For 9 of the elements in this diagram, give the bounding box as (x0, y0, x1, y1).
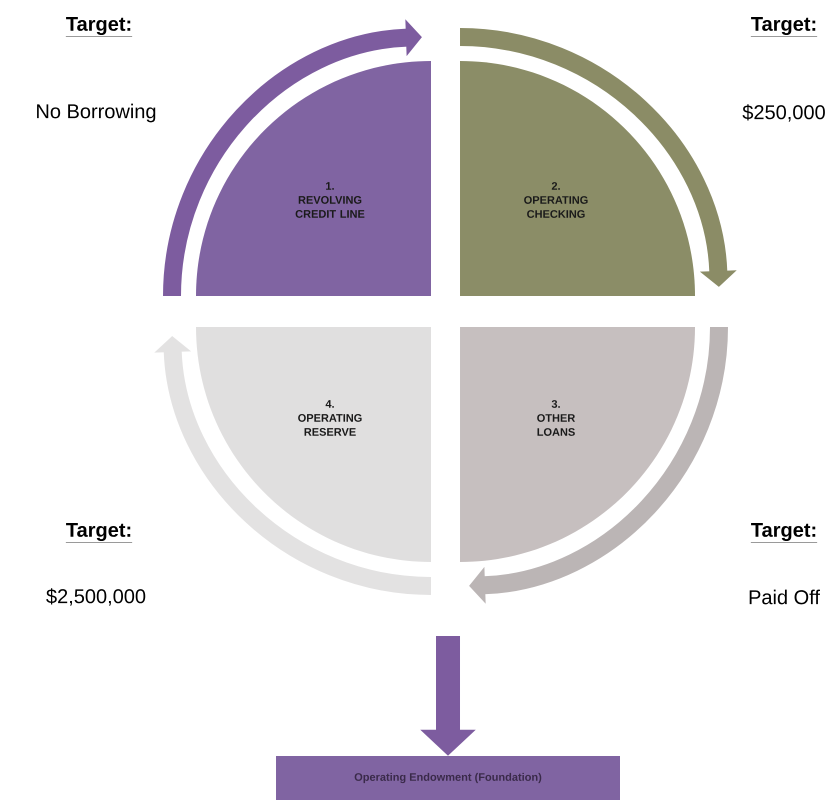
target-value: No Borrowing (37, 104, 156, 122)
process-box: Operating Endowment (Foundation) (276, 756, 620, 800)
target-heading: Target: (66, 523, 132, 543)
target-heading: Target: (750, 17, 818, 37)
target-value: $2,500,000 (46, 588, 146, 606)
target-heading: Target: (750, 523, 818, 543)
target-heading: Target: (66, 17, 132, 37)
target-value: $250,000 (742, 104, 825, 122)
target-value: Paid Off (750, 590, 820, 604)
